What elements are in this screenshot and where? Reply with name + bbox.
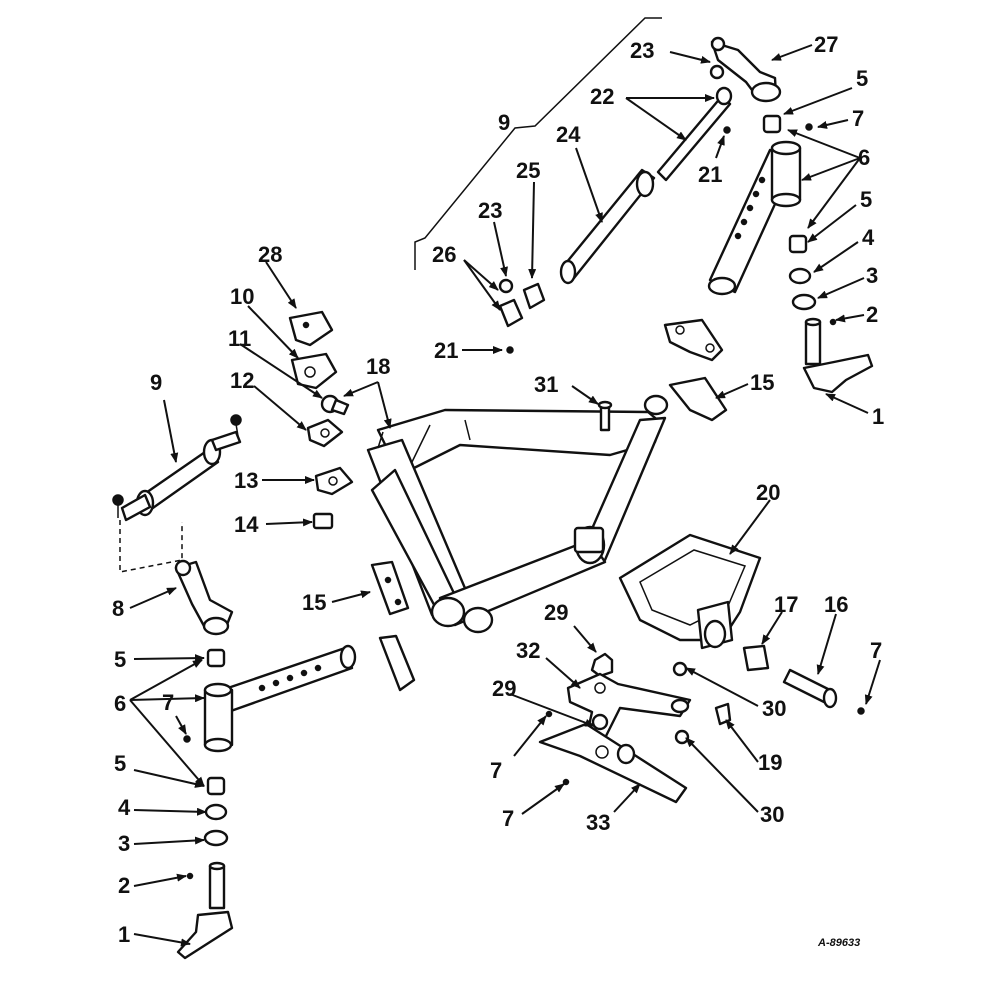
callout-15: 15 [750, 370, 774, 395]
callout-13: 13 [234, 468, 258, 493]
support-plate [618, 533, 762, 650]
callout-7: 7 [162, 690, 174, 715]
callout-32: 32 [516, 638, 540, 663]
callout-4: 4 [862, 225, 875, 250]
pin-31 [597, 400, 613, 432]
callout-2: 2 [866, 302, 878, 327]
callout-5: 5 [114, 751, 126, 776]
callout-5: 5 [114, 647, 126, 672]
callout-29: 29 [544, 600, 568, 625]
callout-30: 30 [760, 802, 784, 827]
callout-22: 22 [590, 84, 614, 109]
callout-labels: 1 2 3 4 5 6 7 5 27 23 22 9 24 21 25 23 2… [112, 32, 884, 949]
left-tie-rod [112, 414, 242, 522]
callout-12: 12 [230, 368, 254, 393]
callout-1: 1 [118, 922, 130, 947]
center-bracket-parts [288, 310, 354, 530]
callout-4: 4 [118, 795, 131, 820]
callout-27: 27 [814, 32, 838, 57]
callout-5: 5 [860, 187, 872, 212]
group-9-bracket [414, 17, 662, 270]
callout-30: 30 [762, 696, 786, 721]
callout-26: 26 [432, 242, 456, 267]
link-dashed [119, 520, 183, 573]
figure-reference: A-89633 [817, 937, 860, 949]
pivot-clamp-right [663, 318, 728, 422]
bushing-pin [714, 644, 865, 726]
bellcrank-assembly [538, 652, 692, 804]
callout-3: 3 [866, 263, 878, 288]
pivot-clamp-left [370, 560, 416, 692]
callout-9: 9 [150, 370, 162, 395]
callout-16: 16 [824, 592, 848, 617]
parts-illustration [112, 17, 874, 960]
callout-3: 3 [118, 831, 130, 856]
callout-25: 25 [516, 158, 540, 183]
callout-20: 20 [756, 480, 780, 505]
callout-21: 21 [434, 338, 458, 363]
callout-33: 33 [586, 810, 610, 835]
callout-6: 6 [858, 145, 870, 170]
callout-5: 5 [856, 66, 868, 91]
callout-1: 1 [872, 404, 884, 429]
callout-14: 14 [234, 512, 259, 537]
callout-15: 15 [302, 590, 326, 615]
right-knuckle-support [707, 140, 802, 296]
callout-7: 7 [870, 638, 882, 663]
callout-23: 23 [630, 38, 654, 63]
right-bushings-stack [762, 114, 874, 394]
callout-11: 11 [228, 326, 251, 351]
steering-arm-right [710, 36, 782, 103]
callout-7: 7 [502, 806, 514, 831]
callout-6: 6 [114, 691, 126, 716]
callout-28: 28 [258, 242, 282, 267]
callout-8: 8 [112, 596, 124, 621]
callout-17: 17 [774, 592, 798, 617]
callout-2: 2 [118, 873, 130, 898]
callout-23: 23 [478, 198, 502, 223]
callout-10: 10 [230, 284, 254, 309]
callout-31: 31 [534, 372, 558, 397]
leader-lines [129, 44, 881, 947]
steering-arm-left [174, 559, 234, 636]
front-axle-frame [366, 394, 669, 634]
callout-7: 7 [490, 758, 502, 783]
callout-9: 9 [498, 110, 510, 135]
callout-7: 7 [852, 106, 864, 131]
callout-21: 21 [698, 162, 722, 187]
left-knuckle-support [203, 644, 357, 753]
callout-29: 29 [492, 676, 516, 701]
callout-18: 18 [366, 354, 390, 379]
left-bushings-stack [176, 648, 234, 960]
callout-19: 19 [758, 750, 782, 775]
callout-24: 24 [556, 122, 581, 147]
drag-link [498, 64, 733, 354]
